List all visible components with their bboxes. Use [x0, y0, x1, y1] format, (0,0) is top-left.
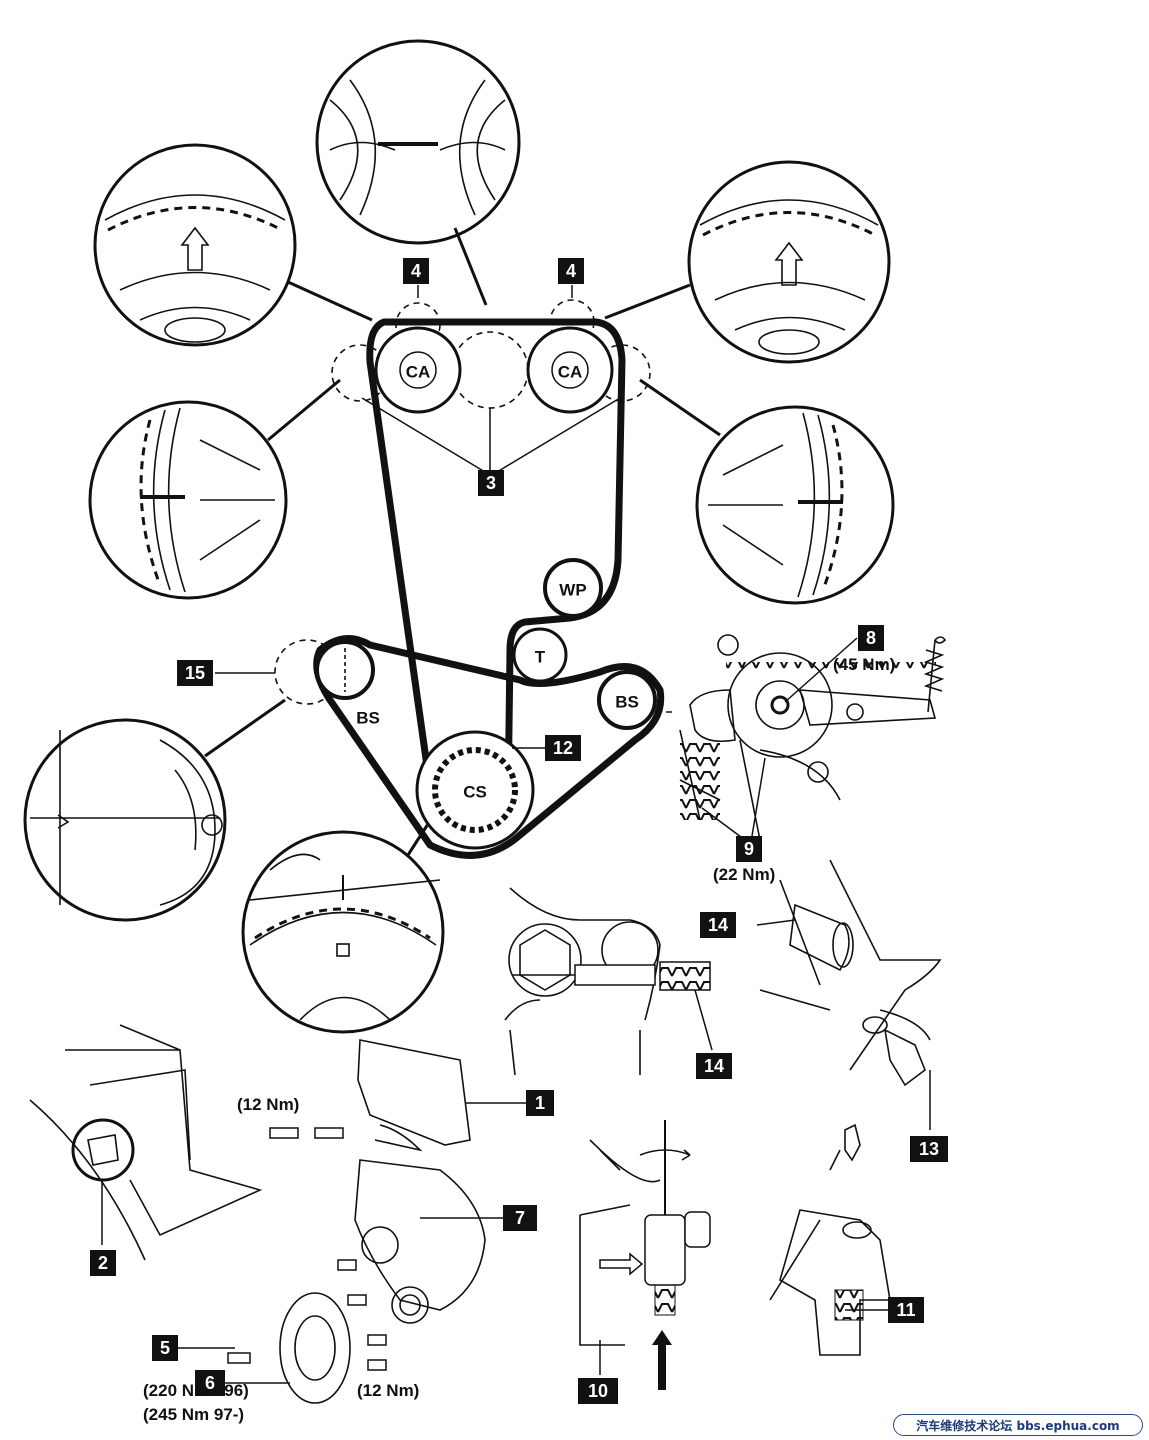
- callout-2: 2: [90, 1250, 116, 1276]
- detail-mid-left: [88, 400, 288, 600]
- pulley-label-ca-left: CA: [406, 363, 431, 382]
- svg-text:13: 13: [919, 1139, 939, 1159]
- svg-text:2: 2: [98, 1253, 108, 1273]
- detail-top-left: [93, 143, 297, 347]
- installed-plunger-illustration: [769, 1123, 891, 1356]
- callout-4-right: 4: [558, 258, 584, 284]
- svg-text:15: 15: [185, 663, 205, 683]
- detail-top-center: [315, 39, 521, 245]
- water-pump-pulley: WP: [543, 558, 603, 618]
- callout-14-bottom: 14: [696, 1053, 732, 1079]
- pulley-label-bs-right: BS: [615, 693, 639, 712]
- callout-14-top: 14: [700, 912, 736, 938]
- detail-top-right: [687, 160, 891, 364]
- svg-text:12: 12: [553, 738, 573, 758]
- detail-bs-left: [23, 718, 227, 922]
- tensioner-plunger-illustration: [579, 1120, 711, 1390]
- detail-cs: [241, 830, 445, 1034]
- torque-5-b: (245 Nm 97-): [143, 1405, 244, 1424]
- tensioner-assembly-illustration: [679, 634, 947, 841]
- svg-text:3: 3: [486, 473, 496, 493]
- svg-text:1: 1: [535, 1093, 545, 1113]
- callout-1: 1: [526, 1090, 554, 1116]
- callout-10: 10: [578, 1378, 618, 1404]
- svg-text:14: 14: [704, 1056, 724, 1076]
- plug-bolt-illustration: [756, 859, 942, 1130]
- clip-illustration: [29, 1024, 263, 1261]
- torque-6: (12 Nm): [357, 1381, 419, 1400]
- pulley-label-cs: CS: [463, 783, 487, 802]
- camshaft-pulley-left: CA: [374, 326, 462, 414]
- callout-15: 15: [177, 660, 213, 686]
- forum-watermark: 汽车维修技术论坛 bbs.ephua.com: [893, 1414, 1143, 1436]
- callout-12: 12: [545, 735, 581, 761]
- timing-belt: [366, 318, 626, 841]
- callout-3: 3: [478, 470, 504, 496]
- svg-text:4: 4: [566, 261, 576, 281]
- callout-8: 8: [858, 625, 884, 651]
- callout-7: 7: [503, 1205, 537, 1231]
- camshaft-pulley-right: CA: [526, 326, 614, 414]
- crankshaft-pulley: CS: [415, 730, 535, 850]
- callout-13: 13: [910, 1136, 948, 1162]
- callout-6: 6: [195, 1370, 225, 1396]
- pulley-label-ca-right: CA: [558, 363, 583, 382]
- svg-text:6: 6: [205, 1373, 215, 1393]
- svg-text:11: 11: [896, 1300, 915, 1320]
- torque-8: (45 Nm): [833, 655, 895, 674]
- callout-4-left: 4: [403, 258, 429, 284]
- torque-9: (22 Nm): [713, 865, 775, 884]
- svg-text:14: 14: [708, 915, 728, 935]
- svg-text:10: 10: [588, 1381, 608, 1401]
- torque-1: (12 Nm): [237, 1095, 299, 1114]
- svg-text:7: 7: [515, 1208, 525, 1228]
- pulley-label-bs-left: BS: [356, 709, 380, 728]
- balance-shaft-pulley-right: BS: [597, 670, 657, 730]
- balance-shaft-pulley-left: BS: [315, 640, 380, 728]
- svg-text:9: 9: [744, 839, 754, 859]
- torque-5-a: (220 Nm - 96): [143, 1381, 249, 1400]
- timing-cover-illustration: [178, 1039, 526, 1404]
- svg-text:8: 8: [866, 628, 876, 648]
- svg-text:5: 5: [160, 1338, 170, 1358]
- callout-9: 9: [736, 836, 762, 862]
- tensioner-pulley: T: [512, 627, 568, 683]
- pulley-label-t: T: [535, 648, 546, 667]
- detail-mid-right: [695, 405, 895, 605]
- crank-tool-illustration: [504, 887, 713, 1076]
- balance-shaft-belt: [313, 635, 665, 859]
- svg-text:4: 4: [411, 261, 421, 281]
- callout-11: 11: [888, 1297, 924, 1323]
- callout-5: 5: [152, 1335, 178, 1361]
- pulley-label-wp: WP: [559, 581, 586, 600]
